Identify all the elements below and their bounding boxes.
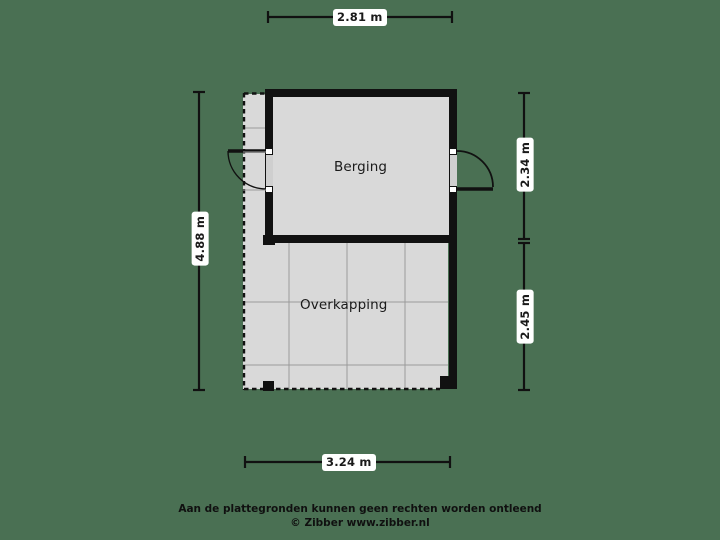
berging-wall-bottom (265, 235, 457, 243)
door-left-jamb-top (265, 148, 273, 155)
room-label-berging: Berging (334, 159, 388, 175)
dimension-label-left: 4.88 m (192, 212, 209, 266)
door-right-arc (456, 150, 494, 188)
door-right-jamb-top (449, 148, 457, 155)
left-alcove-floor-fill (243, 94, 268, 244)
door-left-arc (227, 150, 267, 190)
overkapping-wall-right (449, 243, 457, 389)
footer-disclaimer: Aan de plattegronden kunnen geen rechten… (178, 503, 542, 515)
door-left-opening (266, 152, 273, 190)
room-label-overkapping: Overkapping (300, 297, 388, 313)
dimension-label-right-top: 2.34 m (517, 138, 534, 192)
open-edge-dashed-outline (242, 92, 440, 391)
berging-floor-fill (272, 96, 449, 236)
door-right-jamb-bottom (449, 186, 457, 193)
door-left-jamb-bottom (265, 186, 273, 193)
overkapping-floor-fill (243, 243, 448, 389)
dimension-label-top: 2.81 m (333, 9, 387, 26)
dimension-label-bottom: 3.24 m (322, 454, 376, 471)
post-bottom-right (440, 376, 450, 389)
door-swing-left-icon (227, 148, 273, 193)
berging-wall-top (265, 89, 457, 97)
overkapping-tile-grid (243, 243, 448, 389)
footer-copyright: © Zibber www.zibber.nl (290, 517, 430, 529)
dimension-label-right-bottom: 2.45 m (517, 290, 534, 344)
door-right-opening (450, 152, 457, 190)
door-swing-right-icon (449, 148, 494, 193)
post-bottom-left (263, 381, 274, 391)
post-berging-bottom-left (263, 235, 275, 245)
